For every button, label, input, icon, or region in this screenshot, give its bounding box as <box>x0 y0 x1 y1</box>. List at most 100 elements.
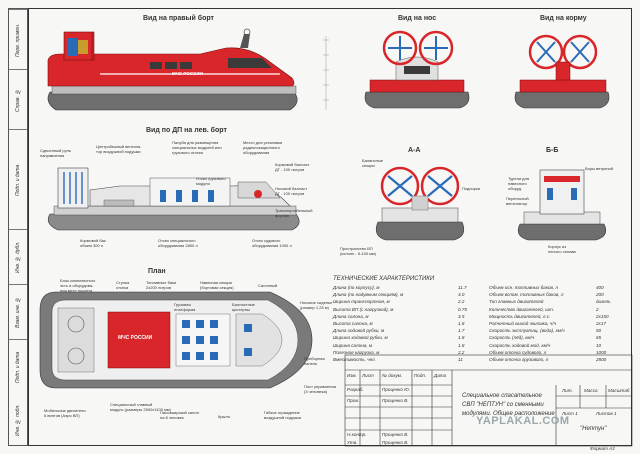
spec-value: 10 <box>596 342 602 348</box>
bb-annotation-fan: Переносной вентилятор <box>506 196 529 206</box>
specs-left-values: 11.7 4.0 2.2 0.75 3.5 1.8 1.7 1.8 1.8 2.… <box>458 284 467 363</box>
tb-name: Проценко В. <box>382 398 409 403</box>
tb-role: Разраб. <box>347 387 364 392</box>
hull-name-label: МЧС РОССИИ <box>172 71 203 76</box>
plan-annotation-engines: Мобильные двигатели 6 винтов (Аэро ВП) <box>44 408 86 418</box>
annotation-deck: Палуба для размещения специальных модуле… <box>172 140 222 155</box>
plan-annotation-passenger: Пассажирский салон на 8 человек <box>160 410 199 420</box>
tb-role: Утв. <box>347 440 358 445</box>
spec-label: Длина ходовой рубки, м <box>333 328 385 334</box>
annotation-stern-tank: Кормовой бак объем 300 л <box>80 238 106 248</box>
spec-value: 11 <box>458 357 463 363</box>
spec-label: Вместимость, чел. <box>333 357 376 363</box>
spec-label: Длина салона, м <box>333 313 369 319</box>
plan-annotation-side: Навесная секция (бортовая секция) <box>200 280 234 290</box>
view-title-section-aa: А-А <box>408 147 421 154</box>
spec-value: 1.8 <box>458 321 465 327</box>
spec-value: 0.75 <box>458 306 467 312</box>
spec-label: Длина (по корпусу), м <box>333 285 380 290</box>
tb-sheets: Листов 1 <box>596 411 617 416</box>
plan-annotation-nose-seat: Носовое сиденье (размер 1,25 м) <box>300 300 333 310</box>
spec-value: 1000 <box>596 349 607 355</box>
tb-scale: Масштаб <box>608 388 630 393</box>
plan-annotation-block: Блок комплексного эсть и оборудова- ния … <box>60 278 96 293</box>
annotation-rudder: Сдвоенный руль направления <box>40 148 71 158</box>
spec-value: 2.2 <box>458 349 465 355</box>
plan-annotation-skirt: Гибкое ограждение воздушной подушки <box>264 410 302 420</box>
spec-label: Тип главных двигателей <box>489 299 544 305</box>
annotation-ship-equip: Отсек судового оборудования 1000 л <box>252 238 292 248</box>
tb-sign: Подп. <box>414 373 427 378</box>
tb-date: Дата <box>434 373 447 378</box>
tb-role: Изм. <box>347 373 357 378</box>
spec-value: 50 <box>596 328 602 334</box>
spec-value: 2 <box>596 306 599 312</box>
annotation-radar: Место для установки радиолокационного об… <box>243 140 283 155</box>
aa-annotation-sections: Балансные секции <box>362 158 383 168</box>
tb-name: Проценко В. <box>382 440 409 445</box>
annotation-fan: Центробежный вентиля- тор воздушной поду… <box>96 144 142 154</box>
view-title-plan: План <box>148 268 166 275</box>
bb-annotation-turrets: Турели для навесного оборуд. <box>508 176 530 191</box>
spec-label: Высота салона, м <box>333 321 373 327</box>
spec-value: дизель <box>596 299 611 305</box>
plan-hull-label: МЧС РОССИИ <box>118 335 153 341</box>
tb-description: Специальное спасательное СВП "НЕПТУН" со… <box>462 393 555 417</box>
drawing-frame <box>28 8 632 446</box>
tb-format: Формат А3 <box>590 446 615 451</box>
spec-label: Скорость ходовой мод, км/ч <box>489 342 551 348</box>
spec-label: Высота ВП (с нагрузкой), м <box>333 306 394 312</box>
specs-right-labels: Объем осн. топливных баков, л Объем вспо… <box>489 284 565 363</box>
spec-label: Количество двигателей, шт. <box>489 306 555 312</box>
annotation-stern-ballast: Кормовой балласт ДГ - 100 литров <box>275 162 310 172</box>
spec-label: Объем осн. топливных баков, л <box>489 285 559 290</box>
spec-value: 11.7 <box>458 285 467 290</box>
tb-name: Проценко В. <box>382 432 409 437</box>
spec-value: 2х17 <box>596 321 606 327</box>
plan-annotation-platform: Грузовая платформа <box>174 302 196 312</box>
spec-label: Скорость эксплуатац. (вода), км/ч <box>489 328 565 334</box>
view-title-port-section: Вид по ДП на лев. борт <box>146 127 227 134</box>
tb-lit: Лит. <box>562 388 573 393</box>
view-title-starboard: Вид на правый борт <box>143 15 214 22</box>
bb-annotation-hull: Корпус из легкого сплава <box>548 244 576 254</box>
plan-annotation-control: Пост управления (3 человека) <box>304 384 336 394</box>
spec-label: Объем отсека грузового, л <box>489 357 549 363</box>
annotation-cargo: Отсек грузового модуля <box>196 176 226 186</box>
plan-annotation-panel: Приборная панель <box>304 356 325 366</box>
watermark-text: YAPLAKAL.COM <box>476 415 570 427</box>
plan-annotation-fuel: Топливные баки 2х200 литров <box>146 280 177 290</box>
spec-label: Объем отсека судового, л <box>489 349 547 355</box>
spec-label: Ширина салона, м <box>333 342 372 348</box>
spec-value: 1.7 <box>458 328 465 334</box>
view-title-bow: Вид на нос <box>398 15 437 22</box>
spec-value: 1.8 <box>458 335 465 341</box>
specs-right-values: 400 200 дизель 2 2х150 2х17 50 65 10 100… <box>596 284 611 363</box>
spec-label: Объем вспом. топливных баков, л <box>489 292 564 298</box>
tb-org: "Нептун" <box>580 426 607 432</box>
aa-annotation-supports: Подпорки <box>462 186 480 191</box>
annotation-bow-ballast: Носовой балласт ДГ - 100 литров <box>275 186 308 196</box>
spec-label: Полезная нагрузка, м <box>333 349 380 355</box>
plan-annotation-chairs: Стулья отсека <box>116 280 130 290</box>
plan-annotation-wing: Крыло <box>218 414 231 419</box>
spec-value: 4.0 <box>458 292 465 298</box>
tb-name: Проценко Ю. <box>382 387 411 392</box>
spec-value: 1.8 <box>458 342 465 348</box>
spec-value: 200 <box>596 292 604 298</box>
spec-value: 2.2 <box>458 299 465 305</box>
spec-value: 3.5 <box>458 313 465 319</box>
side-strip: Перв. примен. Справ. № Подп. и дата Инв.… <box>8 8 28 446</box>
spec-label: Расчетный выход экипажа, ч/ч <box>489 321 556 327</box>
view-title-stern: Вид на корму <box>540 15 587 22</box>
specs-title: ТЕХНИЧЕСКИЕ ХАРАКТЕРИСТИКИ <box>333 276 435 282</box>
spec-label: Ширина транспортная, м <box>333 299 390 305</box>
spec-label: Скорость (лёд), км/ч <box>489 335 535 341</box>
tb-mass: Масса <box>584 388 598 393</box>
bb-annotation-vent: Воры ветряной <box>585 166 614 171</box>
aa-annotation-space: Пространство ВП (колонн - 5-100 мм) <box>340 246 377 256</box>
spec-value: 400 <box>596 285 604 290</box>
tb-role: Пров. <box>347 398 360 403</box>
